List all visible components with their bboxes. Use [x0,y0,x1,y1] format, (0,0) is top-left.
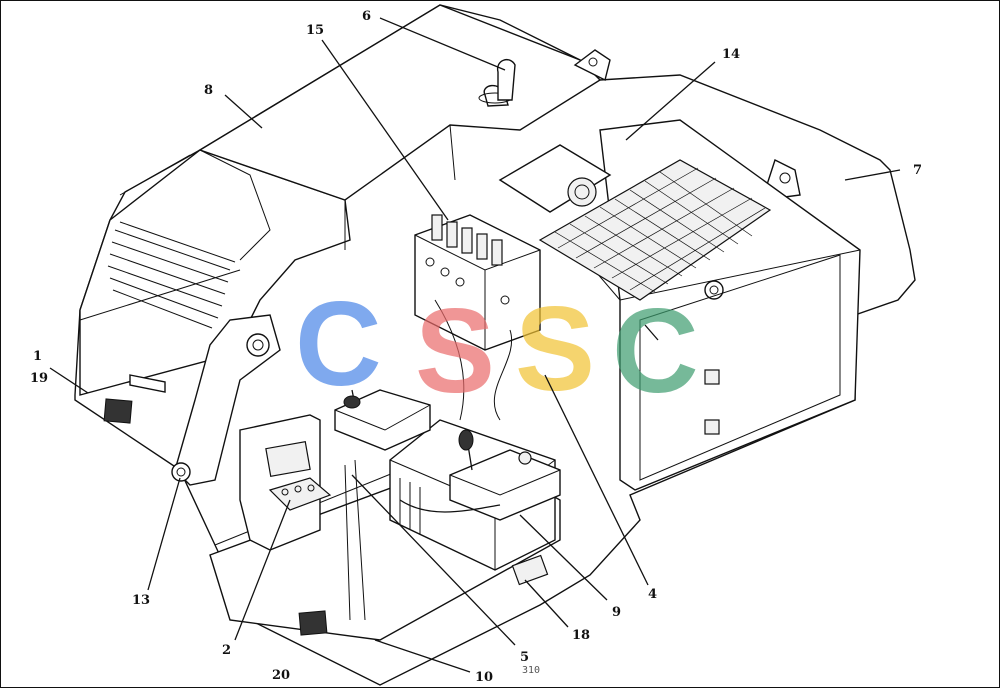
mesh-grille [538,159,772,301]
left-joystick [343,395,361,409]
watermark-letter: C [295,277,382,411]
filler-cap [567,177,597,207]
callout-4: 4 [648,587,657,602]
callout-18: 18 [572,628,590,643]
callout-13: 13 [132,593,150,608]
watermark-letter: S [415,284,495,418]
callout-labels: 1 19 13 2 20 10 5 18 9 4 7 14 6 15 8 310 [30,9,922,685]
side-panel [171,314,332,551]
monitor-panel [265,441,311,477]
callout-14: 14 [722,47,740,62]
watermark-letter: C [612,284,699,418]
right-console [449,429,561,521]
right-joystick [458,429,474,451]
leader-lines [49,17,901,673]
callout-5: 5 [520,650,529,665]
callout-10: 10 [475,670,493,685]
latch-upper [704,369,720,385]
tank-block [498,119,861,491]
watermark-letter: S [515,282,595,416]
decal-plate [511,554,549,586]
pivot-pin [171,462,191,482]
callout-1: 1 [33,349,42,364]
drawing-code: 310 [522,665,540,676]
callout-6: 6 [362,9,371,24]
control-switches [268,477,332,511]
lifting-eye-rear [573,49,611,82]
access-plate [498,144,612,213]
callout-2: 2 [222,643,231,658]
callout-7: 7 [913,163,922,178]
callout-9: 9 [612,605,621,620]
latch-lower [704,419,720,435]
vent-grille [107,221,236,329]
callout-19: 19 [30,371,48,386]
callout-15: 15 [306,23,324,38]
grille-vent-left [103,398,133,424]
callout-8: 8 [204,83,213,98]
left-console [334,389,431,451]
callout-20: 20 [272,668,290,683]
watermark: C S S C [295,277,699,418]
control-valve [414,214,541,351]
grille-vent-front [298,610,328,636]
door-handle [129,374,166,393]
